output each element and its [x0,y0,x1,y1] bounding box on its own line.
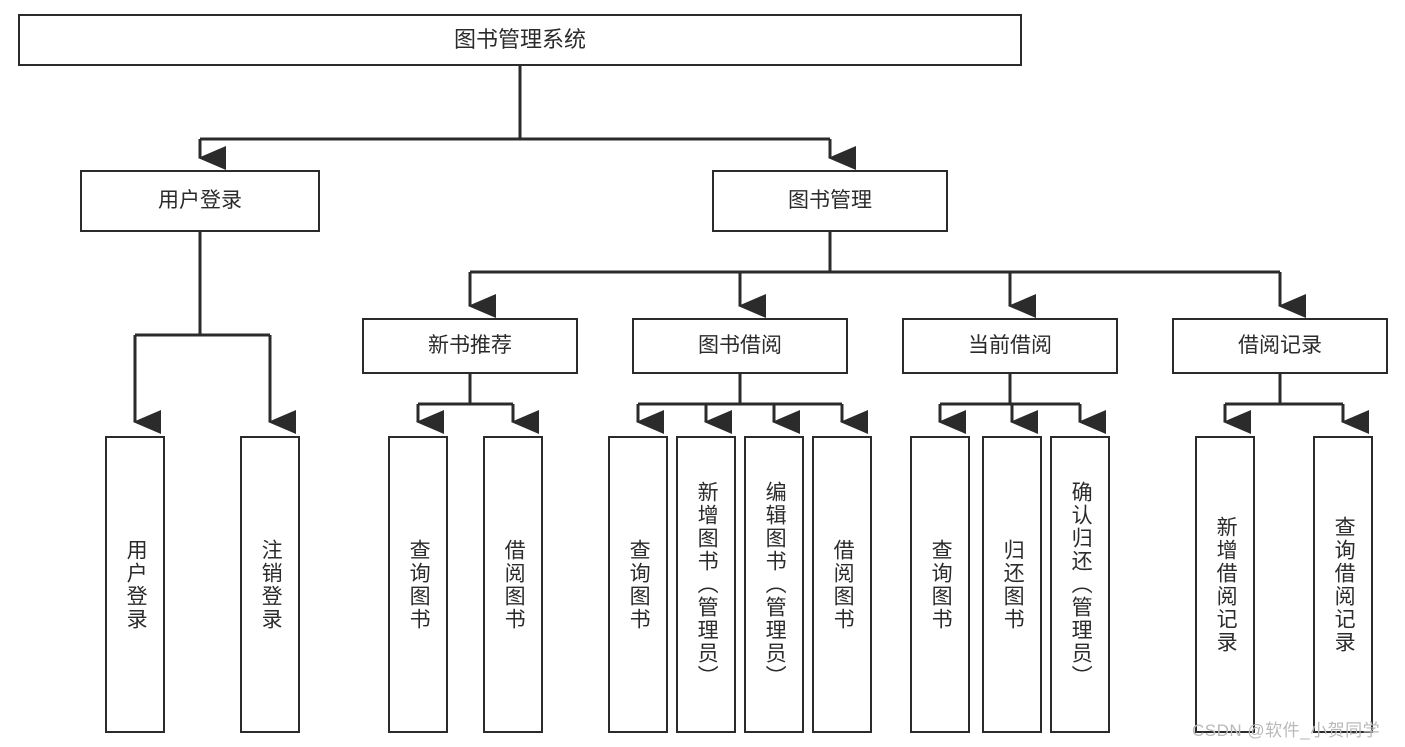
node-book-management[interactable]: 图书管理 [712,170,948,232]
node-leaf-borrow-book-1[interactable]: 借阅图书 [483,436,543,733]
node-leaf-query-book-2[interactable]: 查询图书 [608,436,668,733]
csdn-watermark: CSDN @软件_小贺同学 [1192,721,1381,740]
node-leaf-borrow-book-2[interactable]: 借阅图书 [812,436,872,733]
node-leaf-add-book[interactable]: 新增图书（管理员） [676,436,736,733]
node-borrow-record[interactable]: 借阅记录 [1172,318,1388,374]
node-leaf-add-record[interactable]: 新增借阅记录 [1195,436,1255,733]
node-leaf-user-logout[interactable]: 注销登录 [240,436,300,733]
node-leaf-user-login[interactable]: 用户登录 [105,436,165,733]
node-leaf-edit-book[interactable]: 编辑图书（管理员） [744,436,804,733]
node-new-book-recommend[interactable]: 新书推荐 [362,318,578,374]
node-leaf-confirm-return[interactable]: 确认归还（管理员） [1050,436,1110,733]
node-leaf-query-book-3[interactable]: 查询图书 [910,436,970,733]
node-book-borrow[interactable]: 图书借阅 [632,318,848,374]
node-leaf-return-book[interactable]: 归还图书 [982,436,1042,733]
node-current-borrow[interactable]: 当前借阅 [902,318,1118,374]
node-leaf-query-book-1[interactable]: 查询图书 [388,436,448,733]
node-leaf-query-record[interactable]: 查询借阅记录 [1313,436,1373,733]
node-user-login[interactable]: 用户登录 [80,170,320,232]
node-root-system[interactable]: 图书管理系统 [18,14,1022,66]
